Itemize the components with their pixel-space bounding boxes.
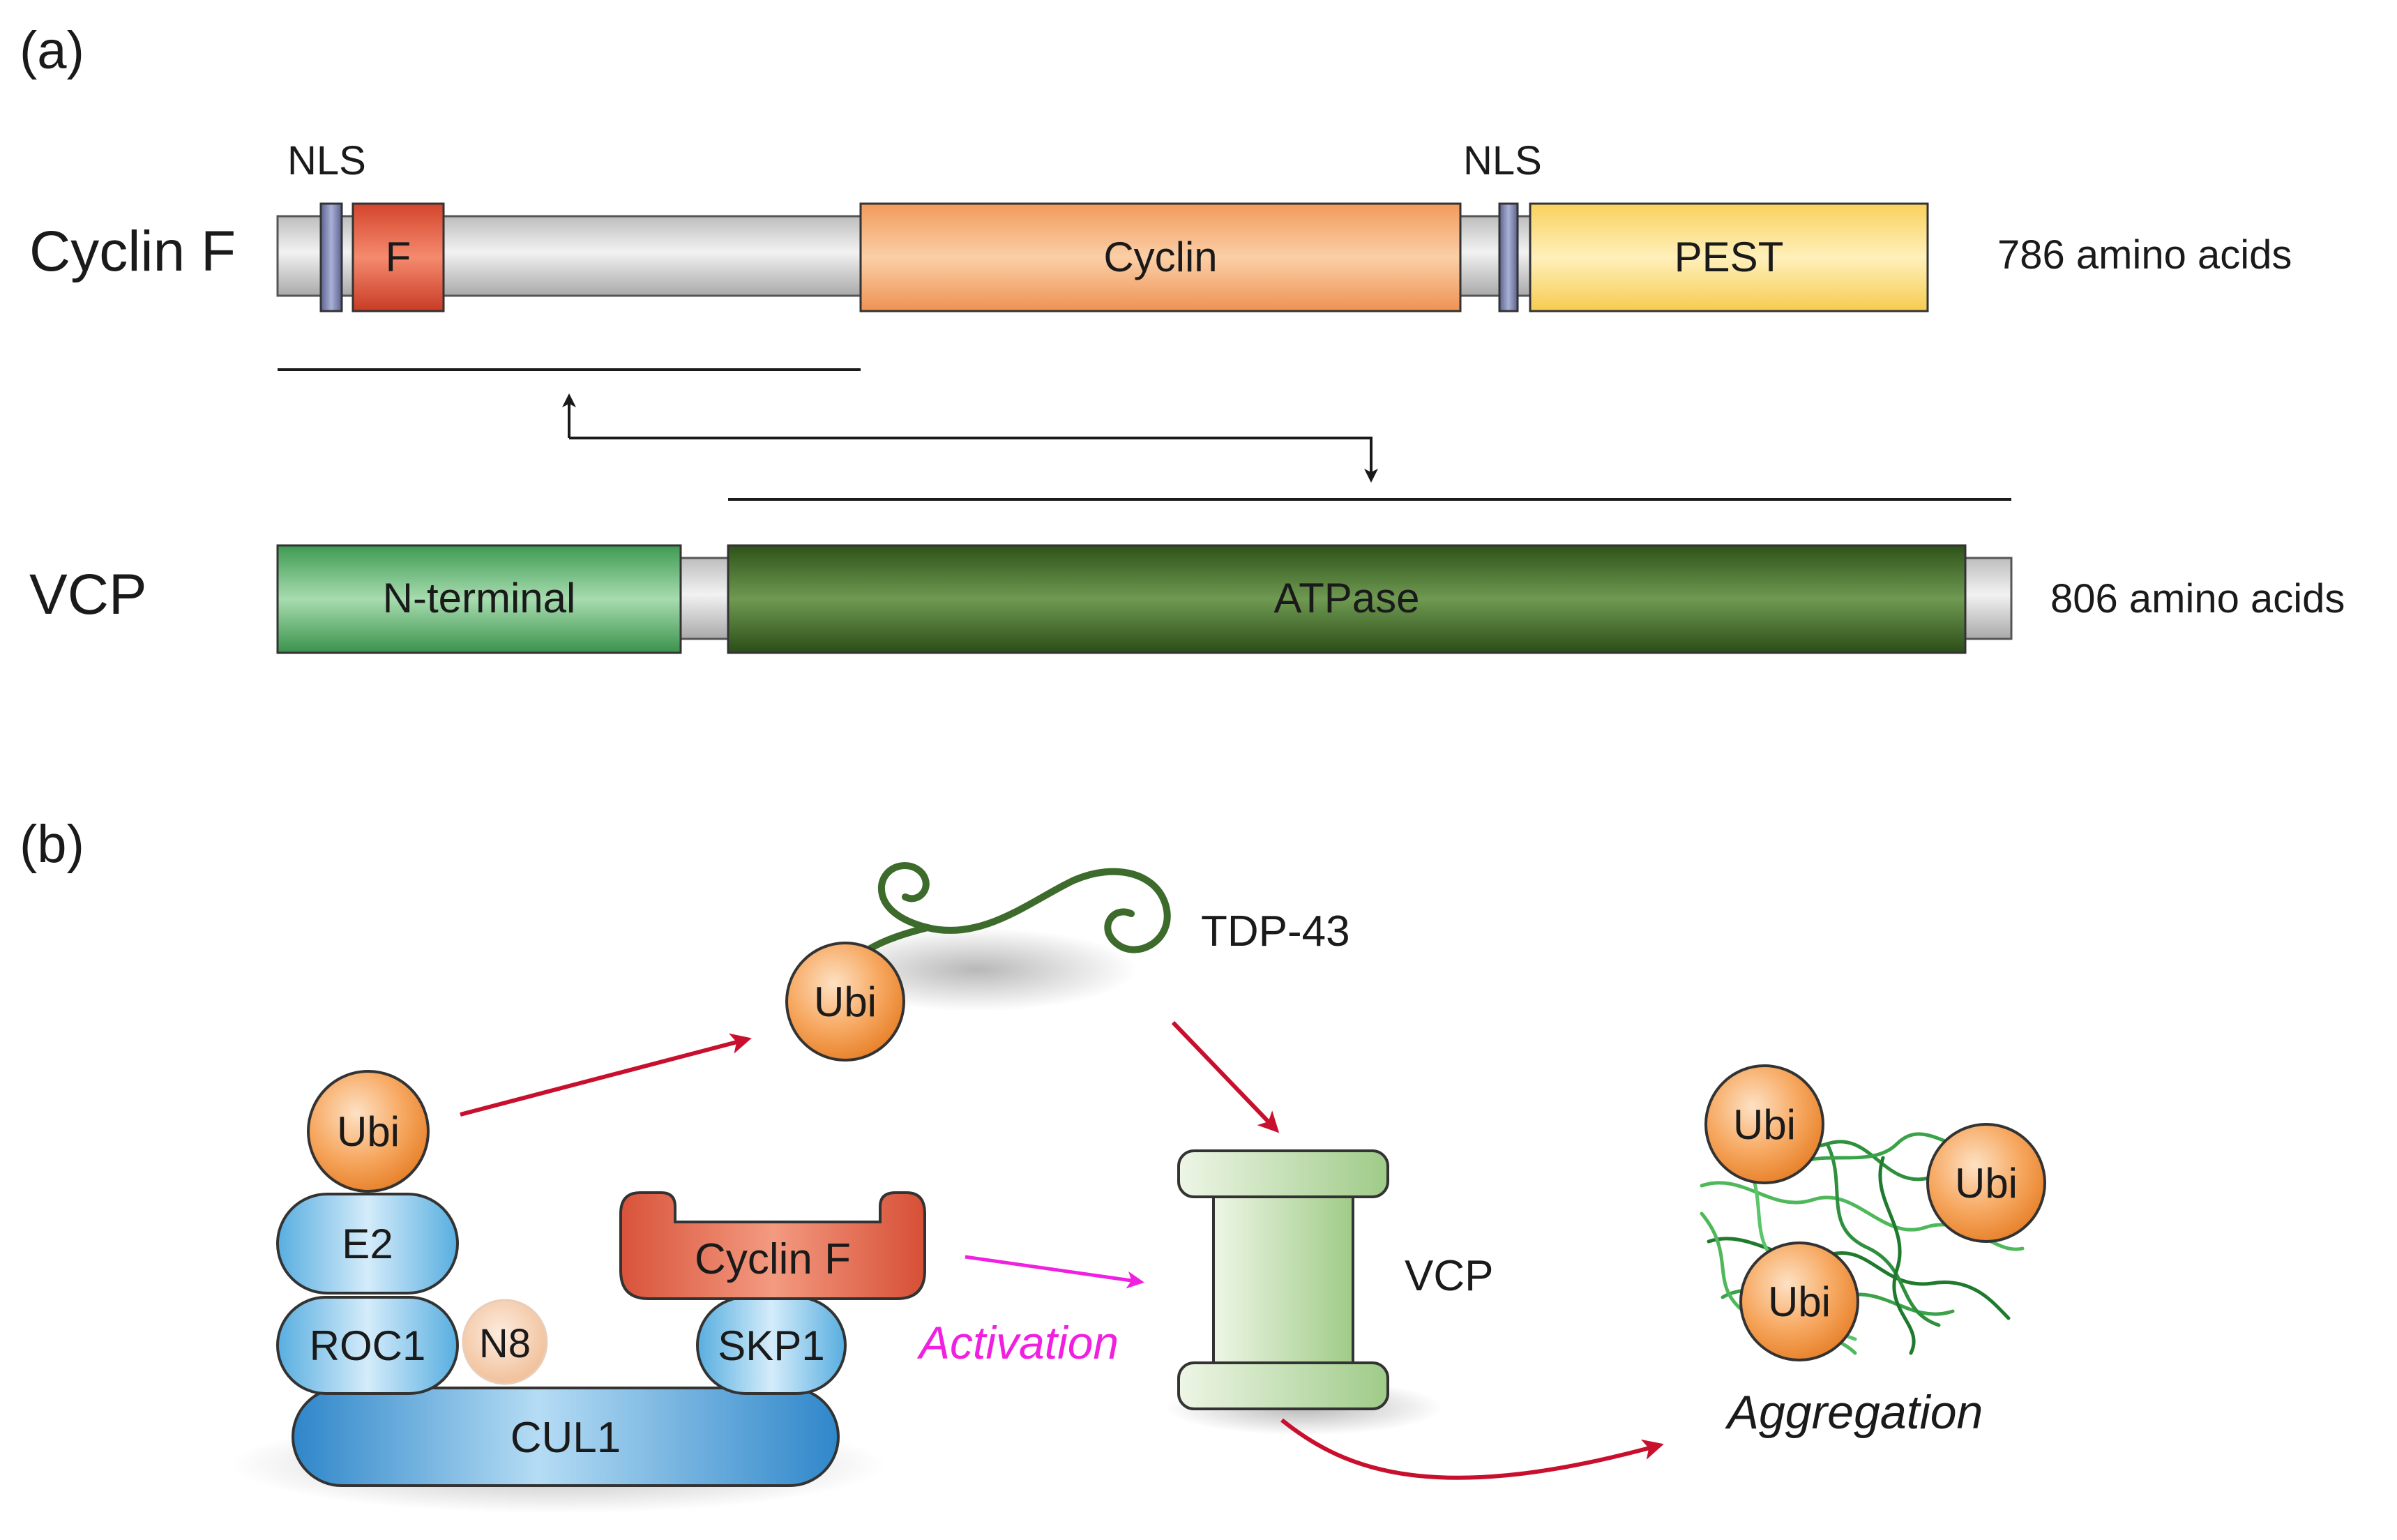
atpase-domain [727, 544, 1967, 654]
f-box-label: F [386, 234, 411, 280]
aggregate-ubi-label-1: Ubi [1733, 1101, 1796, 1148]
n-terminal-label: N-terminal [383, 575, 576, 621]
n8-label: N8 [479, 1321, 531, 1366]
tdp43-label: TDP-43 [1201, 907, 1350, 956]
n8-subunit [462, 1299, 548, 1385]
tdp43-strand [877, 862, 1171, 953]
vcp-complex-label: VCP [1405, 1252, 1493, 1300]
aggregate-ubi-circle-2 [1926, 1123, 2046, 1243]
aggregate-ubi-circle-1 [1704, 1064, 1824, 1184]
cyclin-f-nls-right-motif [1498, 202, 1519, 312]
pest-domain-label: PEST [1674, 234, 1784, 280]
vcp-bottom-ring [1177, 1361, 1389, 1410]
pest-domain [1529, 202, 1929, 312]
aggregation-label: Aggregation [1725, 1386, 1983, 1439]
tdp43-ubi-label: Ubi [814, 979, 877, 1025]
vcp-to-aggregation-arrow [1280, 1418, 1664, 1480]
ubiquitination-arrow [460, 1033, 752, 1117]
vcp-top-ring [1177, 1149, 1389, 1198]
cul1-subunit [292, 1387, 840, 1487]
cyclin-domain-label: Cyclin [1103, 234, 1217, 280]
e2-ubi-circle [307, 1070, 430, 1193]
cyclin-f-f-box-domain [351, 202, 445, 312]
nls-right-label: NLS [1463, 138, 1542, 183]
cyclin-f-name: Cyclin F [29, 220, 236, 283]
interaction-arrow-down [569, 437, 1378, 483]
aggregate-ubi-label-2: Ubi [1955, 1160, 2018, 1207]
aggregate-ubi-circle-3 [1739, 1241, 1859, 1361]
vcp-length: 806 amino acids [2050, 576, 2345, 621]
tdp43-to-vcp-arrow [1171, 1020, 1280, 1133]
n-terminal-domain [276, 544, 682, 654]
aggregate-ubi-label-3: Ubi [1768, 1278, 1831, 1325]
panel-a-label: (a) [20, 21, 84, 80]
cyclin-f-subunit [619, 1191, 926, 1300]
roc1-label: ROC1 [310, 1322, 426, 1369]
activation-label: Activation [916, 1317, 1119, 1368]
atpase-label: ATPase [1274, 575, 1420, 621]
vcp-name: VCP [29, 563, 147, 626]
cyclin-f-length: 786 amino acids [1997, 232, 2292, 278]
cyclin-f-subunit-label: Cyclin F [695, 1235, 851, 1283]
cyclin-f-nls-left-motif [319, 202, 343, 312]
activation-arrow [965, 1255, 1144, 1289]
vcp-core [1212, 1191, 1354, 1371]
panel-b-label: (b) [20, 815, 84, 874]
roc1-subunit [276, 1296, 459, 1395]
nls-left-label: NLS [287, 138, 366, 183]
e2-ubi-label: Ubi [337, 1108, 400, 1155]
cyclin-domain [859, 202, 1462, 312]
tdp43-ubi-circle [785, 942, 905, 1062]
cul1-label: CUL1 [511, 1414, 621, 1462]
e2-subunit [276, 1193, 459, 1294]
e2-label: E2 [342, 1221, 393, 1267]
skp1-label: SKP1 [718, 1322, 824, 1369]
